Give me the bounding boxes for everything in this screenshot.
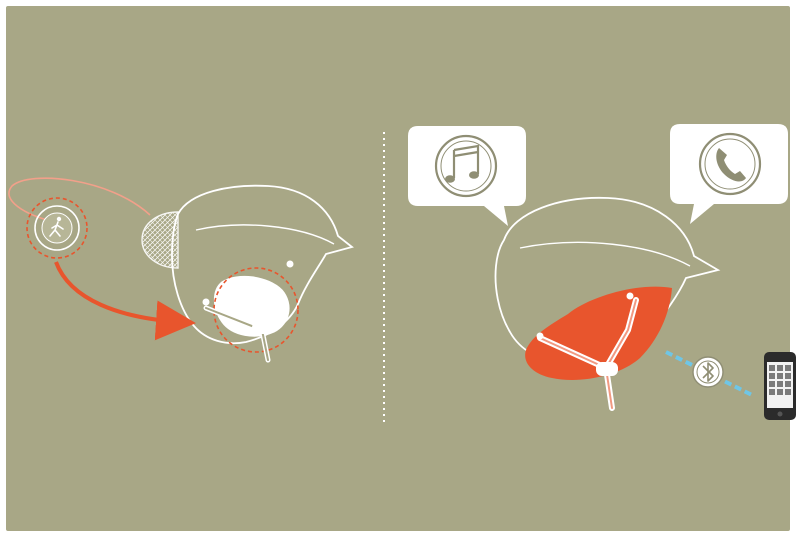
helmet-rivet-right-a (537, 333, 544, 340)
helmet-rivet-right-b (627, 293, 634, 300)
diagram-background (6, 6, 790, 531)
helmet-rivet-left-b (287, 261, 294, 268)
smartphone-icon (764, 352, 796, 420)
strap-buckle-right (596, 362, 618, 376)
helmet-rivet-left-a (203, 299, 210, 306)
strap-buckle-left (252, 322, 272, 334)
